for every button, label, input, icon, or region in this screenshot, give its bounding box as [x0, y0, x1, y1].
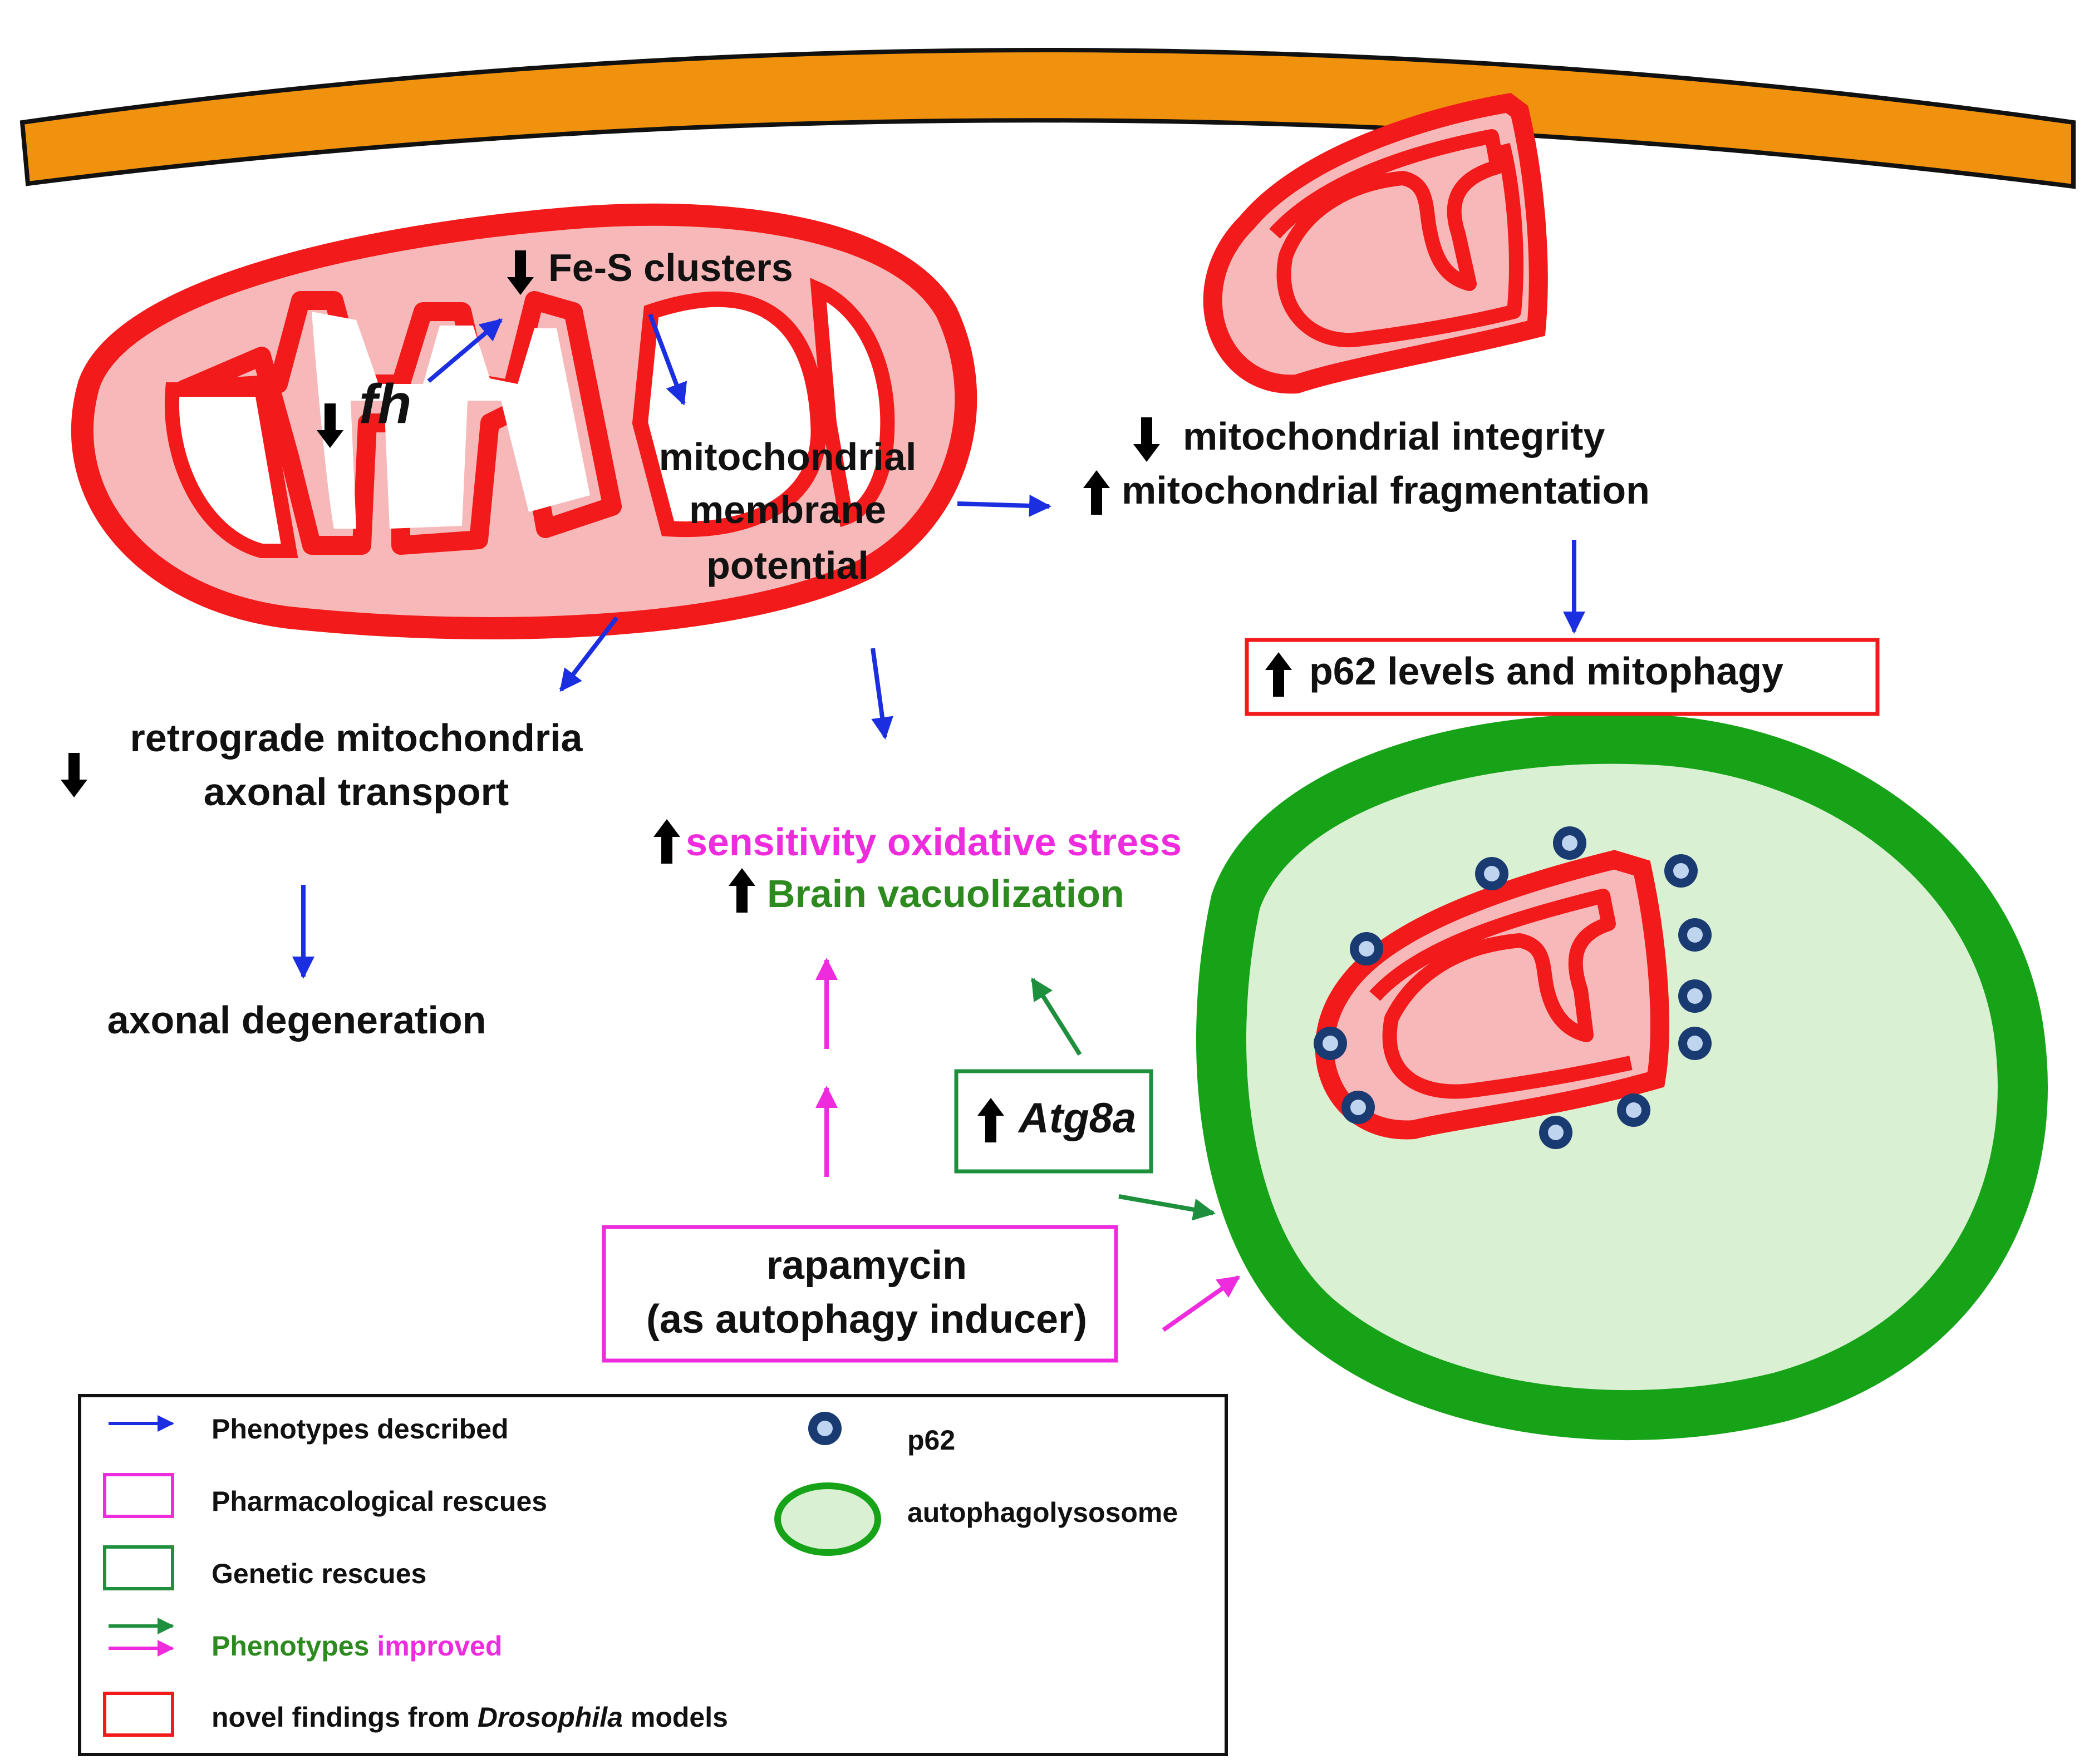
mitochondrion-large [71, 203, 977, 639]
legend-autophagolysosome: autophagolysosome [907, 1497, 1178, 1528]
legend-frame [78, 1394, 1228, 1756]
rapamycin-box [602, 1225, 1118, 1363]
decrease-arrow-icon [61, 753, 87, 797]
increase-arrow-icon [1265, 652, 1292, 697]
p62-mitophagy-box [1245, 638, 1880, 716]
p62-dot [1350, 932, 1383, 965]
cell-membrane [19, 48, 2076, 189]
mitochondrion-fragment [1203, 93, 1548, 394]
atg8a-box [954, 1069, 1153, 1174]
p62-dot [1539, 1116, 1572, 1149]
legend-phenotypes-described: Phenotypes described [212, 1413, 509, 1445]
increase-arrow-icon [977, 1098, 1004, 1142]
legend-pharmacological-rescues: Pharmacological rescues [212, 1486, 547, 1517]
p62-dot [1475, 857, 1508, 890]
arrow-atg8a-to-lysosome [1118, 1194, 1216, 1221]
autophagolysosome [1196, 713, 2048, 1441]
arrow-fh-to-fes [427, 318, 503, 383]
mmp-label-line1: mitochondrial [659, 435, 917, 479]
brain-vacuolization-label: Brain vacuolization [767, 872, 1124, 915]
p62-dot [1553, 826, 1586, 860]
legend-magenta-box-icon [103, 1473, 174, 1518]
legend-autophagolysosome-icon [774, 1482, 881, 1556]
mito-fragmentation-label: mitochondrial fragmentation [1122, 469, 1650, 512]
p62-mitophagy-label: p62 levels and mitophagy [1309, 649, 1783, 693]
mmp-label-line2: membrane [689, 488, 886, 531]
p62-dot [1314, 1027, 1347, 1060]
increase-arrow-icon [729, 868, 755, 913]
legend-novel-findings: novel findings from Drosophila models [212, 1702, 728, 1733]
p62-dot [1678, 1027, 1712, 1060]
arrow-mito-to-oxidative [871, 648, 893, 740]
mito-integrity-label: mitochondrial integrity [1183, 415, 1605, 458]
rapamycin-label-line2: (as autophagy inducer) [646, 1297, 1087, 1342]
p62-dot [1664, 854, 1698, 888]
fe-s-clusters-label: Fe-S clusters [548, 246, 793, 289]
p62-dot [1341, 1091, 1375, 1124]
arrow-atg8a-to-vacuolization [1030, 977, 1082, 1056]
retrograde-transport-line2: axonal transport [204, 770, 509, 814]
increase-arrow-icon [1083, 470, 1110, 515]
decrease-arrow-icon [1133, 417, 1160, 462]
arrow-fes-to-mmp [648, 313, 687, 406]
legend: Phenotypes described Pharmacological res… [78, 1394, 1228, 1756]
atg8a-label: Atg8a [1018, 1095, 1136, 1142]
p62-dot [1678, 918, 1712, 952]
arrow-mmp-to-integrity [957, 494, 1051, 517]
legend-genetic-rescues: Genetic rescues [212, 1558, 426, 1589]
legend-red-box-icon [103, 1692, 174, 1737]
legend-p62-icon [808, 1412, 842, 1445]
rapamycin-label-line1: rapamycin [766, 1243, 967, 1288]
retrograde-transport-line1: retrograde mitochondria [130, 716, 583, 760]
arrow-rapamycin-to-lysosome [1162, 1275, 1241, 1332]
mmp-label-line3: potential [706, 544, 869, 587]
increase-arrow-icon [653, 819, 680, 864]
axonal-degeneration-label: axonal degeneration [107, 998, 486, 1042]
fh-gene-label: fh [359, 373, 411, 435]
p62-dot [1678, 979, 1712, 1013]
oxidative-stress-label: sensitivity oxidative stress [686, 820, 1182, 864]
legend-phenotypes-improved: Phenotypes improved [212, 1630, 502, 1662]
legend-p62: p62 [907, 1425, 955, 1456]
legend-green-box-icon [103, 1545, 174, 1590]
p62-dot [1617, 1093, 1650, 1127]
arrow-mito-to-transport [559, 616, 619, 692]
